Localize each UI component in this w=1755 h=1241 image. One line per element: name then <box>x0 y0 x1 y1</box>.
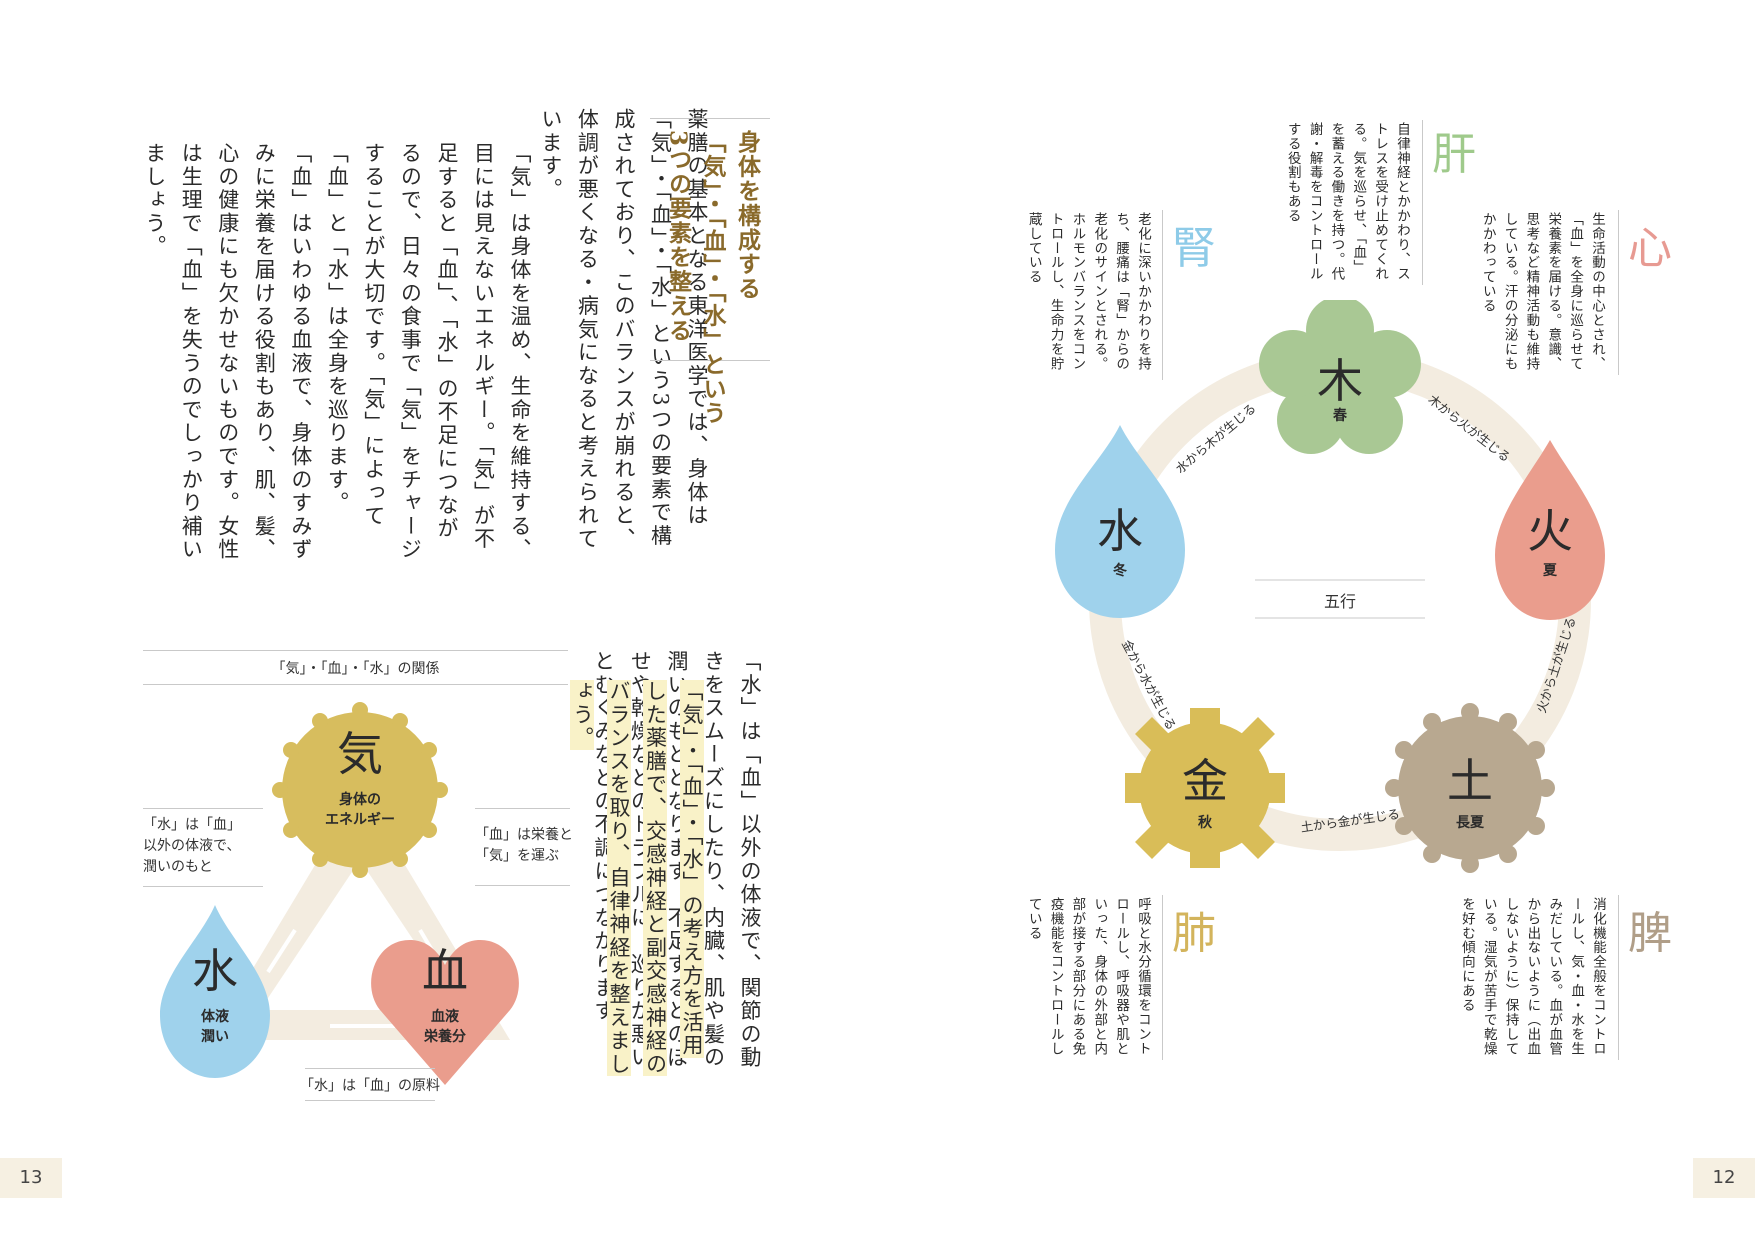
ki-caption: 身体の エネルギー <box>300 790 420 831</box>
kan-rule <box>1422 120 1423 285</box>
label-bottom-rule-top <box>305 1068 435 1069</box>
gogyo-diagram <box>1055 300 1605 873</box>
water-char: 水 <box>1097 504 1143 558</box>
ketsu-caption: 血液 栄養分 <box>385 1007 505 1048</box>
paragraph-2: 「気」は身体を温め、生命を維持する、目には見えないエネルギー。「気」が不足すると… <box>142 142 532 562</box>
wood-season: 春 <box>1333 408 1347 424</box>
hi-text: 消化機能全般をコントロールし、気・血・水を生みだしている。血が血管から出ないよう… <box>1458 897 1606 1056</box>
earth-char: 土 <box>1447 754 1493 808</box>
label-right-rule-top <box>475 808 570 809</box>
gogyo-center-label: 五行 <box>1323 592 1356 611</box>
sui-drop-shape <box>160 905 270 1078</box>
heading-line-1: 身体を構成する <box>733 130 761 301</box>
ketsu-char: 血 <box>422 944 468 998</box>
paragraph-conclusion: 「気」・「血」・「水」の考え方を活用した薬膳で、交感神経と副交感神経のバランスを… <box>570 680 710 1080</box>
sui-char: 水 <box>192 944 238 998</box>
ketsu-caption-1: 血液 <box>431 1009 459 1025</box>
shin-kanji: 心 <box>1628 223 1672 274</box>
body-text-block: 薬膳の基本となる東洋医学では、身体は「気」・「血」・「水」という3つの要素で構成… <box>532 108 715 563</box>
water-drop-shape <box>1055 425 1185 618</box>
jin-rule <box>1162 210 1163 380</box>
ketsu-heart-shape <box>371 939 519 1085</box>
sui-caption: 体液 潤い <box>155 1007 275 1048</box>
earth-season: 長夏 <box>1456 815 1484 831</box>
jin-kanji: 腎 <box>1172 223 1216 274</box>
label-right-rule-bottom <box>475 885 570 886</box>
label-left: 「水」は「血」 以外の体液で、 潤いのもと <box>143 815 263 878</box>
label-left-1: 「水」は「血」 <box>143 817 241 833</box>
ki-gear-shape <box>272 702 448 878</box>
label-right: 「血」は栄養と 「気」を運ぶ <box>475 825 585 867</box>
shin-text: 生命活動の中心とされ、「血」を全身に巡らせて栄養素を届ける。意識、思考など精神活… <box>1479 212 1605 371</box>
intro-paragraph-1: 薬膳の基本となる東洋医学では、身体は「気」・「血」・「水」という3つの要素で構成… <box>538 108 709 551</box>
ki-caption-1: 身体の <box>339 792 381 808</box>
label-left-rule-bottom <box>143 886 263 887</box>
diagram-title-rule-bottom <box>143 684 568 685</box>
water-season: 冬 <box>1113 563 1127 579</box>
shin-rule <box>1618 210 1619 375</box>
metal-season: 秋 <box>1198 815 1212 831</box>
label-left-2: 以外の体液で、 <box>143 838 241 854</box>
metal-cog-shape <box>1125 708 1285 868</box>
hi-rule <box>1618 895 1619 1060</box>
earth-gear-shape <box>1385 703 1555 873</box>
kan-text: 自律神経とかかわり、ストレスを受け止めてくれる。気を巡らせ、「血」を蓄える働きを… <box>1284 122 1410 281</box>
heading-top-rule <box>650 118 770 119</box>
hai-rule <box>1162 895 1163 1060</box>
heading-line-2: 「気」・「血」・「水」という <box>699 130 726 426</box>
metal-char: 金 <box>1182 754 1228 808</box>
kan-kanji: 肝 <box>1432 129 1476 180</box>
ki-caption-2: エネルギー <box>325 812 395 829</box>
wood-flower-shape <box>1259 300 1421 454</box>
page-number-right: 12 <box>1693 1158 1755 1198</box>
diagram-title: 「気」・「血」・「水」の関係 <box>271 661 440 677</box>
label-right-1: 「血」は栄養と <box>475 827 573 843</box>
sui-caption-1: 体液 <box>201 1009 229 1025</box>
diagram-title-rule-top <box>143 650 568 651</box>
fire-drop-shape <box>1495 440 1605 620</box>
hai-kanji: 肺 <box>1172 908 1216 959</box>
label-right-2: 「気」を運ぶ <box>475 848 559 864</box>
heading-line-3: 3つの要素を整える <box>664 130 692 343</box>
hi-kanji: 脾 <box>1628 908 1672 959</box>
paragraph-ki-ketsu: 「気」は身体を温め、生命を維持する、目には見えないエネルギー。「気」が不足すると… <box>118 142 538 562</box>
paragraph-trouble: 「水」は「血」以外の体液で、関節の動きをスムーズにしたり、内臓、肌や髪の潤いのも… <box>592 650 768 1080</box>
label-left-3: 潤いのもと <box>143 859 213 875</box>
label-bottom-rule-bottom <box>305 1100 435 1101</box>
page-number-left: 13 <box>0 1158 62 1198</box>
section-heading: 身体を構成する 「気」・「血」・「水」という 3つの要素を整える <box>660 130 764 425</box>
fire-season: 夏 <box>1543 563 1557 579</box>
label-left-rule-top <box>143 808 263 809</box>
ketsu-caption-2: 栄養分 <box>424 1029 466 1046</box>
heading-bottom-rule <box>650 360 770 361</box>
ki-ketsu-sui-diagram <box>160 702 519 1085</box>
fire-char: 火 <box>1527 504 1573 558</box>
hai-text: 呼吸と水分循環をコントロールし、呼吸器や肌といった、身体の外部と内部が接する部分… <box>1025 897 1151 1056</box>
wood-char: 木 <box>1317 354 1363 408</box>
sui-caption-2: 潤い <box>201 1029 229 1046</box>
jin-text: 老化に深いかかわりを持ち、腰痛は「腎」からの老化のサインとされる。ホルモンバラン… <box>1025 212 1151 371</box>
ki-char: 気 <box>337 727 383 781</box>
label-bottom: 「水」は「血」の原料 <box>300 1078 440 1094</box>
